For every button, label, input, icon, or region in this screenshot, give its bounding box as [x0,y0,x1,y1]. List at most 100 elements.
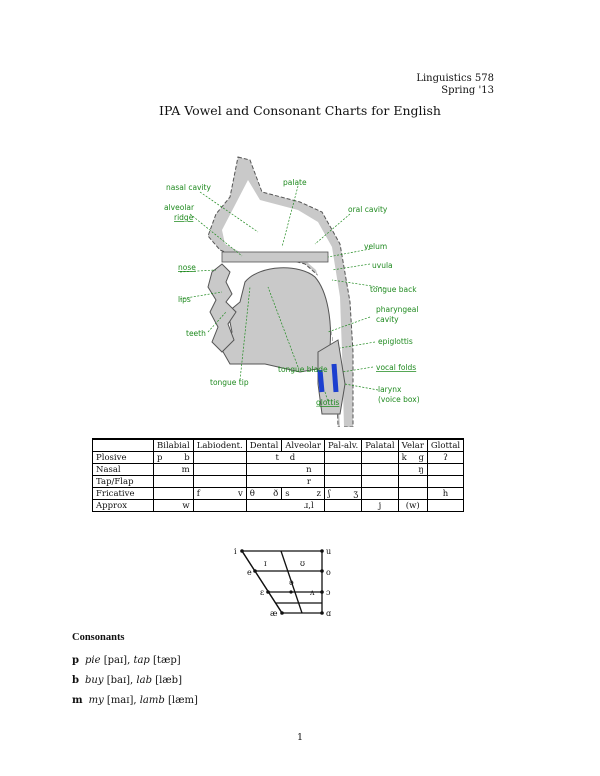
vowel-lax-i: ɪ [264,559,267,568]
row-label-nasal: Nasal [92,463,154,476]
cell-nasal-labiodental [192,463,247,476]
cell-plosive-pal-alv [323,451,363,464]
label-cavity: cavity [376,315,399,324]
row-label-tap: Tap/Flap [92,475,154,488]
cell-fricative-velar [397,487,428,500]
cell-fricative-palatal [361,487,399,500]
cell-approx-dental-alveolar: ɹ,l [245,499,325,512]
row-approx: Approx w ɹ,l j (w) [92,499,465,512]
course-term: Spring '13 [441,85,494,96]
label-leaders [179,185,386,403]
header-palatal: Palatal [361,438,399,452]
hard-palate [221,251,329,263]
cell-fricative-bilabial [153,487,194,500]
cell-approx-velar: (w) [397,499,428,512]
vowel-e: e [247,568,252,577]
vowel-eh: ɛ [260,588,264,597]
cell-approx-palatal: j [361,499,399,512]
cell-nasal-velar: ŋ [397,463,428,476]
cell-tap-palatal [361,475,399,488]
row-label-approx: Approx [92,499,154,512]
vocal-fold-right [331,363,339,393]
example-word: lab [136,675,152,686]
label-uvula: uvula [372,261,393,270]
label-velum: velum [364,242,387,251]
label-pharyngeal: pharyngeal [376,305,418,314]
cell-approx-glottal [426,499,465,512]
cell-tap-glottal [426,475,465,488]
cell-nasal-pal-alv [323,463,363,476]
cell-nasal-palatal [361,463,399,476]
label-vocal-folds: vocal folds [376,363,416,372]
page-title: IPA Vowel and Consonant Charts for Engli… [159,103,441,118]
example-symbol: b [72,675,79,686]
tongue-shape [221,267,331,373]
label-nasal-cavity: nasal cavity [166,183,212,192]
label-ridge: ridge [174,213,194,222]
vowel-ae: æ [270,609,278,618]
course-name: Linguistics 578 [416,73,494,84]
example-word: lamb [139,695,165,706]
example-word: tap [133,655,150,666]
lips-shape [207,263,237,353]
label-teeth: teeth [186,329,206,338]
vocal-fold-left [317,369,325,393]
label-larynx: larynx [378,385,402,394]
cell-tap-bilabial [153,475,194,488]
label-lips: lips [178,295,191,304]
cell-tap-labiodental [192,475,247,488]
example-transcription: [læb] [155,675,182,686]
vowel-chart: i u ɪ ʊ e o ə ɛ ʌ ɔ æ ɑ [234,547,331,618]
example-word: buy [85,675,104,686]
label-tongue-back: tongue back [370,285,417,294]
label-tongue-tip: tongue tip [210,378,249,387]
vowel-open-o: ɔ [326,588,331,597]
vocal-tract-diagram: nasal cavity palate oral cavity alveolar… [164,156,420,427]
label-epiglottis: epiglottis [378,337,413,346]
example-word: my [88,695,104,706]
label-oral-cavity: oral cavity [348,205,388,214]
example-symbol: m [72,695,83,706]
cell-tap-dental-alveolar: r [245,475,325,488]
course-header: Linguistics 578 Spring '13 [416,73,494,97]
row-tap: Tap/Flap r [92,475,465,488]
example-word: pie [85,655,101,666]
header-labiodental: Labiodent. [192,438,247,452]
consonant-header-row: Bilabial Labiodent. Dental Alveolar Pal-… [92,438,465,452]
header-glottal: Glottal [426,438,465,452]
label-palate: palate [283,178,307,187]
vowel-i: i [234,547,237,556]
label-nose: nose [178,263,196,272]
consonant-chart: Bilabial Labiodent. Dental Alveolar Pal-… [92,438,465,512]
cell-plosive-labiodental [192,451,247,464]
header-pal-alv: Pal-alv. [323,438,363,452]
row-label-plosive: Plosive [92,451,154,464]
vowel-quadrilateral [240,550,323,614]
vowel-u: u [326,547,331,556]
cell-nasal-bilabial: m [153,463,194,476]
label-glottis: glottis [316,398,339,407]
header-velar: Velar [397,438,428,452]
header-empty [92,438,154,452]
cell-plosive-palatal [361,451,399,464]
section-heading-consonants: Consonants [72,632,125,643]
row-label-fricative: Fricative [92,487,154,500]
example-transcription: [maɪ], [106,695,137,706]
vowel-o: o [326,568,331,577]
example-transcription: [tæp] [153,655,181,666]
label-voice-box: (voice box) [378,395,420,404]
example-transcription: [baɪ], [106,675,134,686]
vowel-schwa: ə [289,578,294,587]
vowel-wedge: ʌ [309,588,315,597]
cell-approx-bilabial: w [153,499,194,512]
head-inner-cavity [222,180,344,427]
